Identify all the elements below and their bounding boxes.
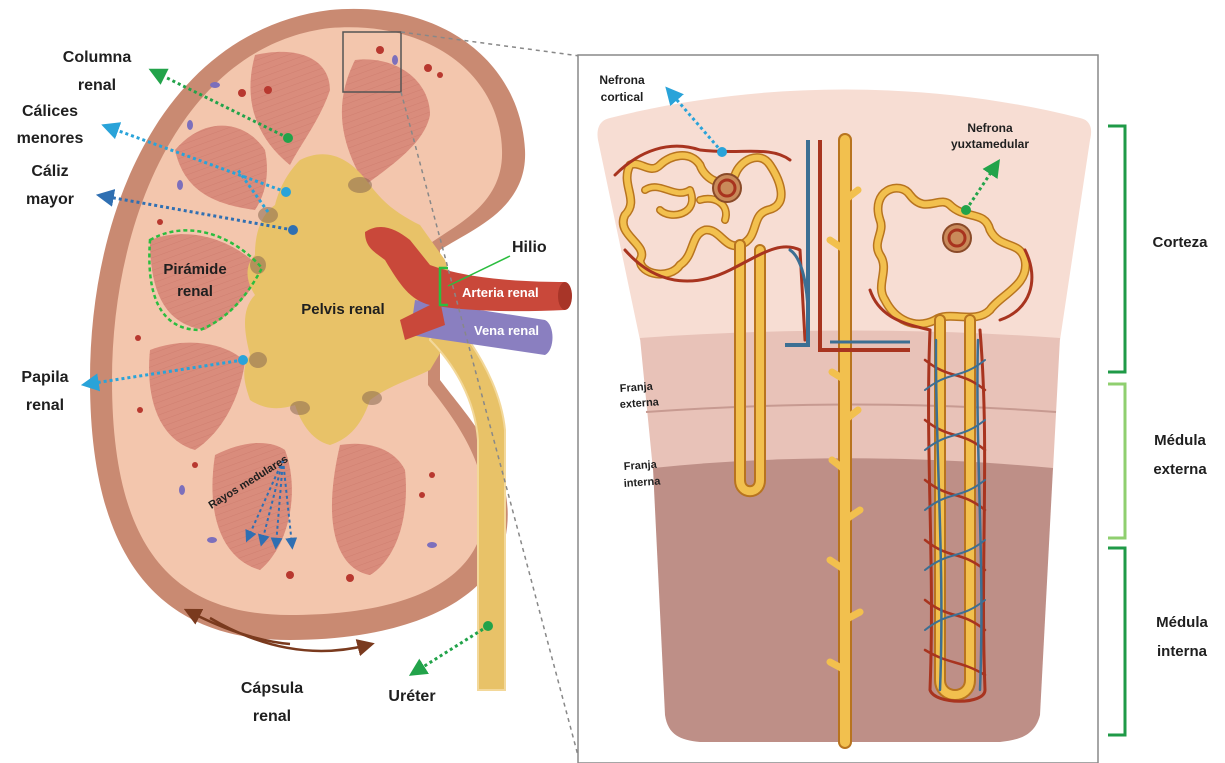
- label-franja-externa-1: Franja: [619, 381, 654, 395]
- zone-brackets: [1108, 126, 1125, 735]
- label-papila-renal-2: renal: [26, 397, 64, 414]
- inset-inner-medulla: [653, 458, 1053, 742]
- dot-nefrona-yuxta: [961, 205, 971, 215]
- label-columna-renal-2: renal: [78, 77, 116, 94]
- label-pelvis-renal: Pelvis renal: [301, 301, 384, 318]
- label-medula-externa-2: externa: [1153, 461, 1207, 478]
- label-calices-menores-1: Cálices: [22, 103, 78, 120]
- artery-lumen: [558, 282, 572, 310]
- kidney: [90, 9, 572, 690]
- label-caliz-mayor-1: Cáliz: [31, 163, 68, 180]
- label-corteza: Corteza: [1152, 234, 1208, 251]
- label-franja-interna-1: Franja: [623, 459, 658, 473]
- label-arteria-renal: Arteria renal: [462, 285, 539, 300]
- label-piramide-renal-2: renal: [177, 283, 213, 300]
- label-columna-renal-1: Columna: [63, 49, 132, 66]
- label-medula-interna-1: Médula: [1156, 614, 1208, 631]
- label-caliz-mayor-2: mayor: [26, 191, 74, 208]
- nephron-inset: [578, 55, 1098, 763]
- label-nefrona-cortical-1: Nefrona: [599, 73, 645, 87]
- bracket-corteza: [1108, 126, 1125, 372]
- label-papila-renal-1: Papila: [21, 369, 68, 386]
- label-vena-renal: Vena renal: [474, 323, 539, 338]
- label-hilio: Hilio: [512, 239, 547, 256]
- label-capsula-renal-2: renal: [253, 708, 291, 725]
- label-nefrona-cortical-2: cortical: [601, 90, 644, 104]
- label-medula-interna-2: interna: [1157, 643, 1208, 660]
- label-piramide-renal-1: Pirámide: [163, 261, 226, 278]
- label-ureter: Uréter: [388, 688, 435, 705]
- dot-nefrona-cortical: [717, 147, 727, 157]
- bracket-medula-externa: [1108, 384, 1125, 538]
- label-nefrona-yuxta-2: yuxtamedular: [951, 137, 1029, 151]
- label-capsula-renal-1: Cápsula: [241, 680, 303, 697]
- label-calices-menores-2: menores: [17, 130, 84, 147]
- label-medula-externa-1: Médula: [1154, 432, 1206, 449]
- label-nefrona-yuxta-1: Nefrona: [967, 121, 1013, 135]
- bracket-medula-interna: [1108, 548, 1125, 735]
